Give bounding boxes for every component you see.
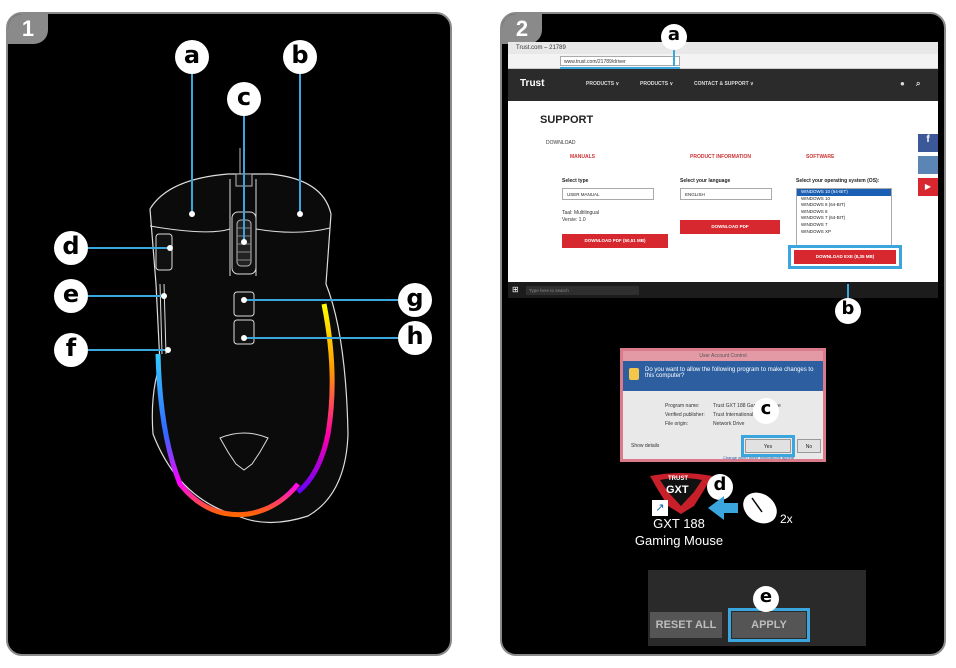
- callout-c: c: [753, 398, 779, 424]
- windows-taskbar: ⊞ Type here to search: [508, 282, 938, 298]
- search-icon[interactable]: ⌕: [916, 79, 921, 88]
- uac-question: Do you want to allow the following progr…: [623, 361, 823, 391]
- reset-all-button[interactable]: RESET ALL: [650, 612, 722, 638]
- browser-tab[interactable]: Trust.com – 21789: [508, 42, 938, 54]
- mouse-illustration: [88, 71, 398, 524]
- yes-highlight: [741, 435, 795, 457]
- gxt-shortcut-logo[interactable]: [646, 472, 716, 516]
- shortcut-name-line1: GXT 188: [653, 516, 705, 531]
- manuals-select-label: Select type: [562, 178, 589, 184]
- address-bar[interactable]: www.trust.com/21789/driver: [560, 56, 680, 66]
- callout-e: e: [753, 586, 779, 612]
- step-number: 1: [8, 14, 48, 44]
- callout-b: b: [835, 298, 861, 324]
- download-pdf-info-button[interactable]: DOWNLOAD PDF: [680, 220, 780, 234]
- url-highlight: [560, 67, 680, 70]
- taskbar-search[interactable]: Type here to search: [526, 286, 639, 295]
- step2-callout-lines: [673, 48, 849, 618]
- manual-language: Taal: Multilingual: [562, 210, 599, 216]
- download-exe-highlight: [788, 245, 902, 269]
- step-number: 2: [502, 14, 542, 44]
- show-details-link[interactable]: Show details: [631, 443, 660, 449]
- software-head: SOFTWARE: [806, 154, 835, 160]
- browser-window: Trust.com – 21789 www.trust.com/21789/dr…: [508, 42, 938, 298]
- double-click-arrow-icon: [708, 492, 777, 524]
- callout-e: e: [54, 279, 88, 313]
- uac-label: Verified publisher:: [665, 412, 705, 418]
- gxt-logo-main: GXT: [666, 484, 689, 496]
- os-option[interactable]: WINDOWS 10 (64-BIT): [797, 189, 891, 196]
- trust-logo[interactable]: Trust: [520, 78, 545, 89]
- nav-products-2[interactable]: PRODUCTS ∨: [640, 81, 674, 87]
- uac-label: File origin:: [665, 421, 689, 427]
- callout-f: f: [54, 333, 88, 367]
- shortcut-name-line2: Gaming Mouse: [634, 533, 724, 548]
- youtube-icon[interactable]: ▶: [918, 178, 938, 196]
- manual-version: Versie: 1.0: [562, 217, 586, 223]
- uac-value: Trust GXT 188 Gaming Mouse: [713, 403, 781, 409]
- callout-c: c: [227, 82, 261, 116]
- shortcut-arrow-icon: ↗: [652, 500, 668, 516]
- language-select-label: Select your language: [680, 178, 731, 184]
- callout-a: a: [661, 24, 687, 50]
- shield-icon: [629, 368, 639, 380]
- step2-panel: 2 Trust.com – 21789 www.trust.com/21789/…: [500, 12, 946, 656]
- download-exe-button[interactable]: DOWNLOAD EXE (8,35 MB): [794, 250, 896, 264]
- language-select[interactable]: ENGLISH: [680, 188, 772, 200]
- manual-type-select[interactable]: USER MANUAL: [562, 188, 654, 200]
- page-title: SUPPORT: [540, 114, 594, 126]
- nav-contact[interactable]: CONTACT & SUPPORT ∨: [694, 81, 754, 87]
- facebook-icon[interactable]: f: [918, 134, 938, 152]
- uac-value: Trust International BV: [713, 412, 762, 418]
- download-label: DOWNLOAD: [546, 140, 576, 146]
- os-option[interactable]: WINDOWS 8 (64-BIT): [801, 202, 846, 208]
- product-info-head: PRODUCT INFORMATION: [690, 154, 752, 160]
- callout-d: d: [54, 231, 88, 265]
- uac-title: User Account Control: [623, 351, 823, 361]
- user-icon[interactable]: ●: [900, 79, 905, 88]
- apply-button[interactable]: APPLY: [732, 612, 806, 638]
- callout-b: b: [283, 40, 317, 74]
- windows-start-icon[interactable]: ⊞: [512, 285, 519, 294]
- no-button[interactable]: No: [797, 439, 821, 453]
- callout-h: h: [398, 321, 432, 355]
- uac-value: Network Drive: [713, 421, 745, 427]
- nav-products[interactable]: PRODUCTS ∨: [586, 81, 620, 87]
- os-option[interactable]: WINDOWS XP: [801, 228, 831, 234]
- click-count: 2x: [780, 512, 793, 526]
- os-option[interactable]: WINDOWS 7: [801, 221, 828, 227]
- callout-a: a: [175, 40, 209, 74]
- os-option[interactable]: WINDOWS 8: [801, 208, 828, 214]
- uac-dialog: User Account Control Do you want to allo…: [620, 348, 826, 462]
- manuals-head: MANUALS: [570, 154, 595, 160]
- download-pdf-manual-button[interactable]: DOWNLOAD PDF (50,51 MB): [562, 234, 668, 248]
- os-option[interactable]: WINDOWS 7 (64-BIT): [801, 215, 846, 221]
- os-select-label: Select your operating system (OS):: [796, 178, 880, 184]
- site-nav: Trust PRODUCTS ∨ PRODUCTS ∨ CONTACT & SU…: [508, 69, 938, 101]
- yes-button[interactable]: Yes: [745, 439, 791, 453]
- gxt-logo-top: TRUST: [668, 476, 688, 482]
- uac-label: Program name:: [665, 403, 700, 409]
- change-notifications-link[interactable]: Change when these notifications appear: [723, 455, 795, 460]
- callout-g: g: [398, 283, 432, 317]
- os-option[interactable]: WINDOWS 10: [801, 195, 831, 201]
- callout-d: d: [707, 474, 733, 500]
- step1-panel: 1: [6, 12, 452, 656]
- instagram-icon[interactable]: [918, 156, 938, 174]
